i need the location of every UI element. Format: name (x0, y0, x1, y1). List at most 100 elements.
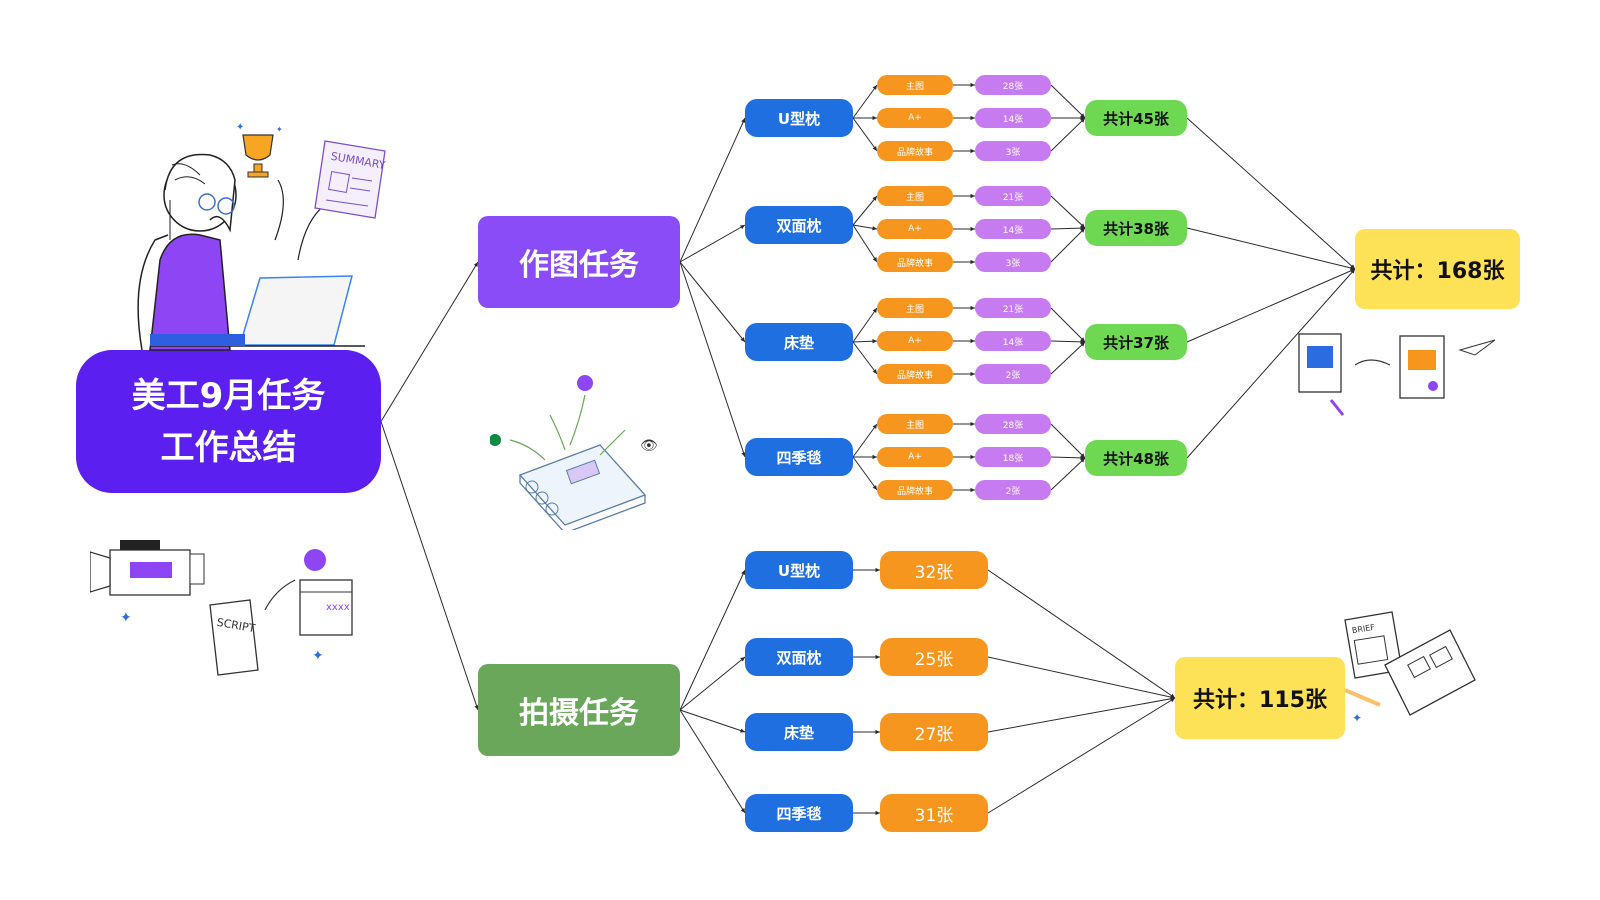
connector-arrow (970, 338, 975, 344)
connector-line (679, 261, 746, 458)
connector-line (1186, 227, 1356, 270)
connector-arrow (970, 193, 975, 199)
shooting-task-node: 拍摄任务 (478, 664, 680, 756)
connector-arrow (741, 452, 746, 457)
drawing-item-label: A+ (877, 447, 953, 467)
connector-arrow (970, 421, 975, 427)
shooting-count: 27张 (880, 713, 988, 751)
drawing-item-count: 2张 (975, 364, 1051, 384)
connector-line (1186, 268, 1356, 343)
connector-line (1050, 117, 1086, 152)
drawing-grand-total: 共计：168张 (1355, 229, 1520, 309)
woman-laptop-illustration (137, 153, 365, 351)
connector-arrow (872, 369, 877, 374)
drawing-item-count: 21张 (975, 186, 1051, 206)
drawing-group-total: 共计45张 (1085, 100, 1187, 136)
drawing-category-mattress: 床垫 (745, 323, 853, 361)
connector-line (852, 224, 878, 263)
drawing-item-label: A+ (877, 331, 953, 351)
connector-line (852, 341, 878, 375)
connector-line (1050, 307, 1086, 343)
connector-arrow (1080, 458, 1085, 463)
drawing-item-label: A+ (877, 108, 953, 128)
drawing-item-count: 3张 (975, 141, 1051, 161)
drawing-group-total: 共计38张 (1085, 210, 1187, 246)
connector-line (1050, 456, 1086, 459)
shooting-category-u-pillow: U型枕 (745, 551, 853, 589)
connector-arrow (872, 257, 877, 262)
drawing-item-label: 主图 (877, 414, 953, 434)
connector-arrow (740, 225, 745, 230)
connector-line (679, 656, 746, 711)
connector-arrow (1080, 118, 1085, 123)
connector-arrow (1080, 455, 1085, 461)
connector-line (679, 117, 746, 263)
connector-arrow (1080, 342, 1085, 347)
svg-text:✦: ✦ (276, 125, 283, 134)
connector-arrow (872, 454, 877, 460)
connector-arrow (970, 454, 975, 460)
svg-text:✦: ✦ (1352, 711, 1362, 725)
connector-line (679, 709, 746, 814)
brief-paper-text: BRIEF (1351, 623, 1376, 636)
shooting-category-blanket: 四季毯 (745, 794, 853, 832)
connector-line (987, 697, 1176, 814)
drawing-item-count: 2张 (975, 480, 1051, 500)
connector-line (1050, 340, 1086, 343)
connector-arrow (875, 810, 880, 816)
connector-line (987, 569, 1176, 699)
connector-line (1186, 268, 1356, 459)
drawing-category-double-pillow: 双面枕 (745, 206, 853, 244)
svg-text:✦: ✦ (236, 122, 244, 133)
drawing-item-count: 18张 (975, 447, 1051, 467)
connector-arrow (1350, 269, 1355, 274)
svg-text:✦: ✦ (120, 610, 132, 626)
connector-arrow (1080, 115, 1085, 121)
connector-arrow (740, 337, 745, 342)
root-title-line2: 工作总结 (160, 427, 297, 468)
connector-line (380, 261, 479, 422)
drawing-item-label: 品牌故事 (877, 252, 953, 272)
connector-arrow (1080, 453, 1085, 458)
shooting-category-double-pillow: 双面枕 (745, 638, 853, 676)
connector-line (852, 456, 878, 491)
connector-line (1050, 423, 1086, 459)
drawing-item-count: 14张 (975, 219, 1051, 239)
drawing-item-label: 品牌故事 (877, 141, 953, 161)
connector-line (852, 195, 878, 226)
connector-arrow (970, 148, 975, 154)
connector-line (1050, 227, 1086, 230)
svg-text:xxxx: xxxx (326, 602, 350, 613)
connector-arrow (970, 82, 975, 88)
summary-paper-icon: SUMMARY (314, 140, 387, 219)
connector-line (852, 423, 878, 458)
connector-arrow (473, 262, 478, 267)
drawing-item-label: 品牌故事 (877, 480, 953, 500)
connector-arrow (740, 808, 745, 813)
connector-arrow (970, 305, 975, 311)
drawing-task-node: 作图任务 (478, 216, 680, 308)
camera-icon: SCRIPT xxxx ✦ ✦ (90, 540, 353, 676)
drawing-item-label: A+ (877, 219, 953, 239)
connector-line (1050, 227, 1086, 263)
connector-line (1186, 117, 1356, 270)
connector-arrow (741, 570, 746, 575)
connector-line (679, 261, 746, 343)
connector-arrow (1080, 228, 1085, 233)
drawing-category-blanket: 四季毯 (745, 438, 853, 476)
drawing-item-count: 28张 (975, 75, 1051, 95)
connector-arrow (1080, 339, 1085, 345)
connector-line (852, 117, 878, 152)
connector-line (1050, 341, 1086, 375)
connector-line (1050, 84, 1086, 119)
connector-line (987, 697, 1176, 733)
shooting-count: 31张 (880, 794, 988, 832)
connector-arrow (970, 259, 975, 265)
shooting-category-mattress: 床垫 (745, 713, 853, 751)
connector-line (1050, 457, 1086, 491)
connector-arrow (1080, 337, 1085, 342)
connector-line (852, 84, 878, 119)
connector-arrow (474, 705, 479, 710)
drawing-item-count: 14张 (975, 108, 1051, 128)
trophy-icon: ✦ ✦ (236, 122, 283, 178)
